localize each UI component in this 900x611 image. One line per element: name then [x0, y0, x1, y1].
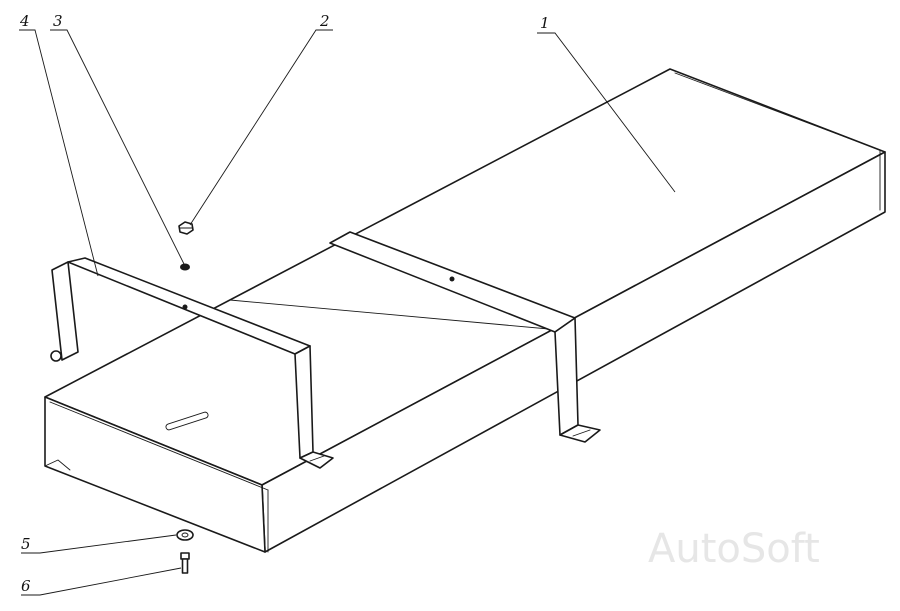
- leader-lines: [19, 29, 676, 596]
- box-end-face: [44, 396, 266, 553]
- part-1-box: [44, 68, 886, 553]
- leader-3: [50, 29, 185, 265]
- callout-4: 4: [19, 12, 30, 30]
- watermark-text: AutoSoft: [648, 526, 820, 572]
- callout-3: 3: [53, 12, 63, 30]
- part-6-bolt: [180, 552, 190, 574]
- callout-5: 5: [21, 535, 31, 553]
- bracket-left-leg: [51, 261, 79, 361]
- bracket-left-roll: [50, 350, 62, 362]
- part-2-nut: [178, 221, 194, 235]
- bracket-hole: [182, 304, 188, 310]
- box-back-lip: [674, 72, 881, 151]
- washer-outer: [176, 529, 194, 541]
- middle-strap-hole: [449, 276, 455, 282]
- leader-6: [21, 567, 182, 596]
- part-3-washer: [180, 263, 190, 271]
- washer-inner: [181, 532, 189, 538]
- bracket-right-foot: [299, 451, 334, 469]
- callout-2: 2: [319, 12, 330, 30]
- leader-2: [189, 29, 333, 226]
- middle-strap: [329, 231, 601, 443]
- bolt-head: [180, 552, 190, 560]
- leader-4: [19, 29, 99, 277]
- bolt-shank: [181, 558, 189, 574]
- bracket-foot-slot: [309, 455, 325, 462]
- callout-6: 6: [21, 577, 31, 595]
- middle-strap-foot-slot: [572, 429, 591, 437]
- box-slot: [165, 411, 209, 431]
- callout-1: 1: [540, 14, 550, 32]
- part-4-bracket: [50, 257, 334, 469]
- box-overlap-line: [229, 299, 561, 331]
- middle-strap-leg: [554, 317, 579, 436]
- leader-5: [21, 534, 177, 554]
- box-lip-line: [49, 401, 269, 491]
- leader-1: [537, 32, 676, 193]
- part-5-washer: [176, 529, 194, 541]
- callout-labels: 1 2 3 4 5 6: [19, 12, 550, 595]
- box-hem: [44, 459, 71, 471]
